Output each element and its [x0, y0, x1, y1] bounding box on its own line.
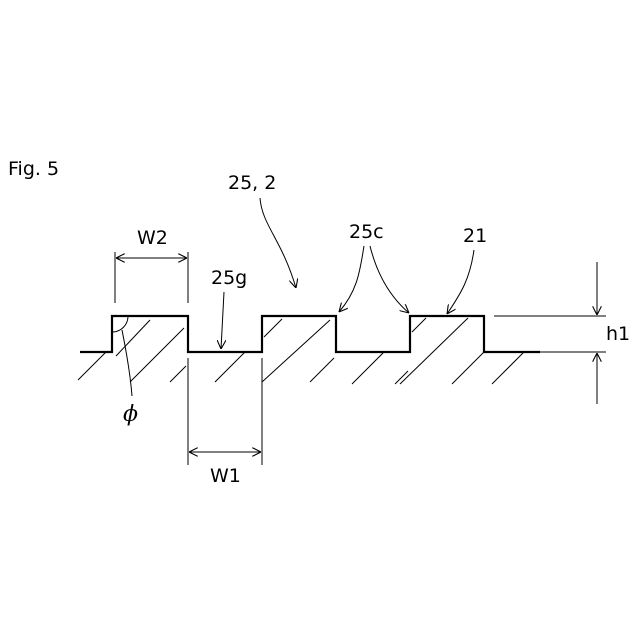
- w1-label: W1: [210, 465, 241, 487]
- w1-dimension: [188, 358, 262, 465]
- leader-phi: [122, 330, 132, 396]
- ref-25c-label: 25c: [349, 221, 384, 243]
- phi-label: ϕ: [123, 402, 138, 427]
- leader-25c-left: [339, 246, 364, 312]
- h1-label: h1: [606, 323, 630, 345]
- figure-title: Fig. 5: [8, 158, 59, 180]
- w2-label: W2: [137, 227, 168, 249]
- phi-angle-arc: [113, 317, 128, 332]
- ref-25-2-label: 25, 2: [228, 172, 276, 194]
- w2-dimension: [115, 252, 188, 303]
- leader-25g: [221, 292, 224, 349]
- ref-21-label: 21: [463, 225, 487, 247]
- leader-21: [447, 250, 474, 314]
- leader-25-2: [260, 198, 296, 288]
- ref-25g-label: 25g: [211, 267, 247, 289]
- h1-dimension: [494, 262, 606, 404]
- section-hatching: [78, 318, 524, 384]
- leader-25c-right: [370, 246, 409, 313]
